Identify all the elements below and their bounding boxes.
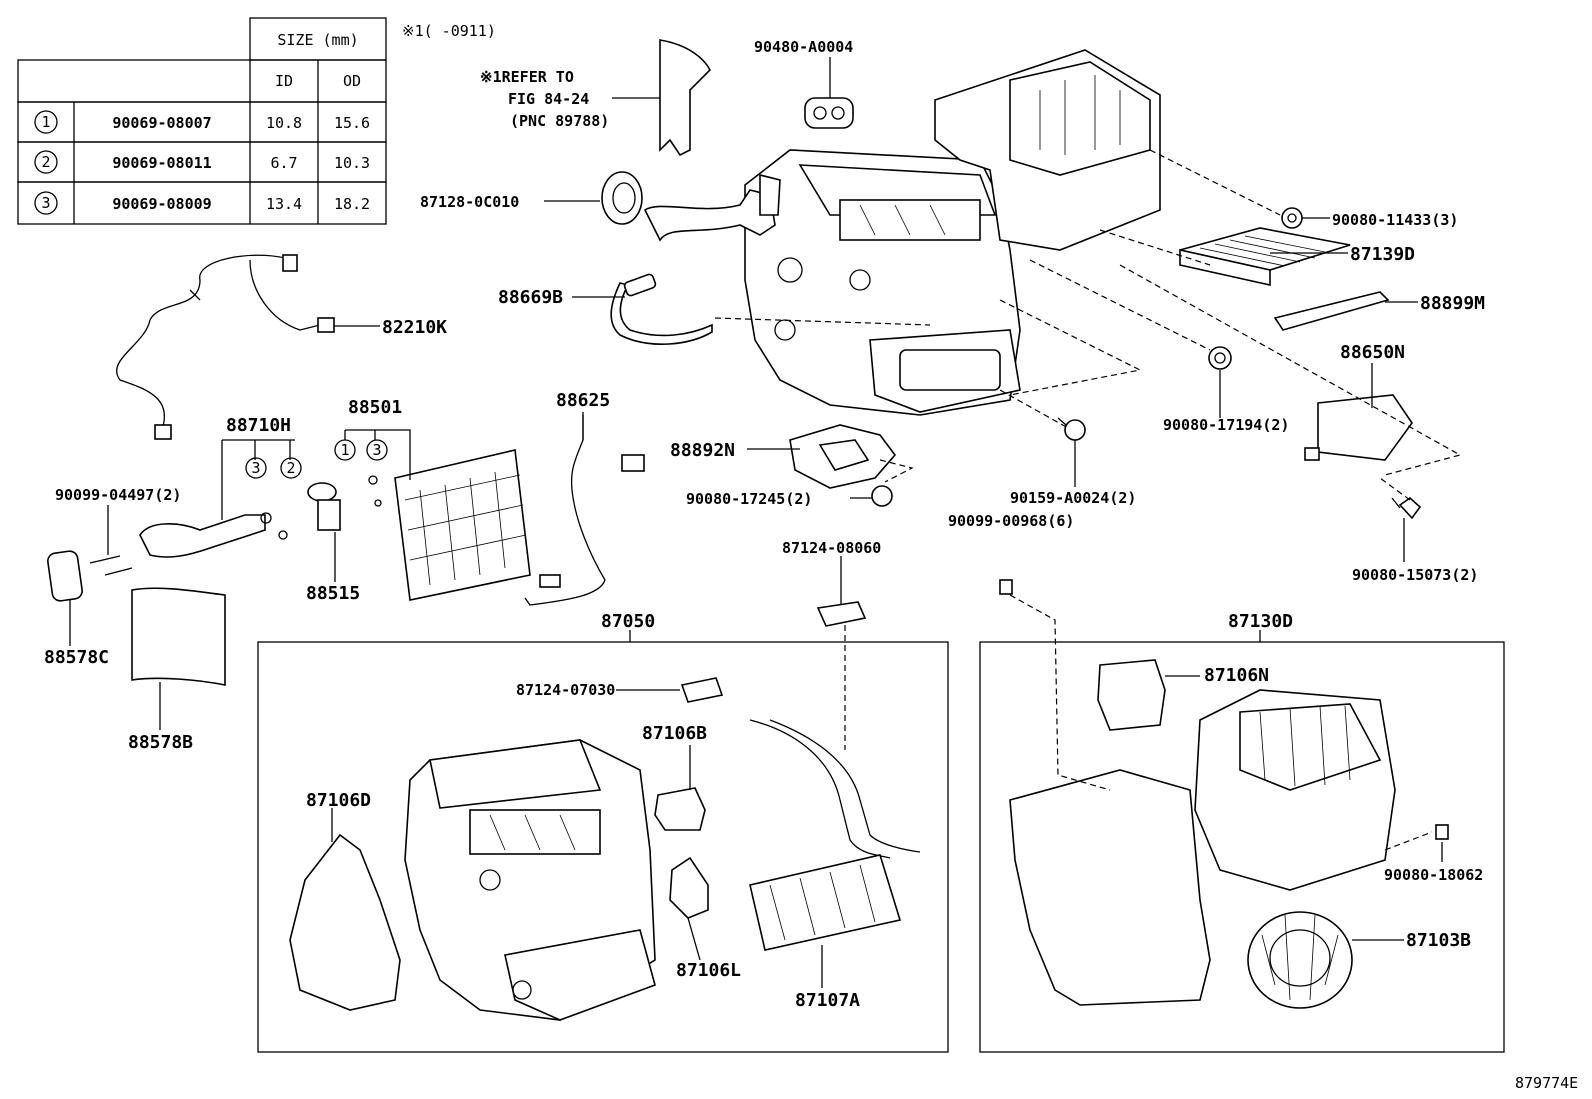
table-row-num: 1 <box>41 113 50 131</box>
table-row-id: 10.8 <box>266 114 302 132</box>
valve-88515-part <box>307 482 341 531</box>
bracket-88650n-part <box>1317 394 1413 461</box>
hose-size-table: SIZE (mm) ID OD 1 90069-08007 10.8 15.6 … <box>17 17 387 225</box>
cover-88899m-part <box>1273 291 1390 331</box>
label-87124-08060: 87124-08060 <box>782 539 881 557</box>
insulator-88578b-part <box>131 587 226 686</box>
label-88625: 88625 <box>556 390 610 411</box>
table-row-num: 2 <box>41 153 50 171</box>
grommet-90080-17194-part <box>1208 346 1232 370</box>
clip-90080-17245-part <box>871 485 893 507</box>
table-row-id: 6.7 <box>270 154 297 172</box>
table-row-od: 18.2 <box>334 195 370 213</box>
clip-87124-08060-part <box>816 601 867 627</box>
pipe-88710h-part <box>139 514 266 558</box>
box-87130d <box>979 641 1505 1053</box>
label-87106d: 87106D <box>306 790 371 811</box>
hvac-unit-assembly-part <box>643 49 1161 416</box>
label-87139d: 87139D <box>1350 244 1415 265</box>
duct-88892n-part <box>789 424 897 489</box>
diagram-id: 879774E <box>1515 1074 1578 1092</box>
label-90480-a0004: 90480-A0004 <box>754 38 853 56</box>
clip-87124-07030-part <box>680 677 724 703</box>
label-90080-17245: 90080-17245(2) <box>686 490 812 508</box>
label-90099-04497: 90099-04497(2) <box>55 486 181 504</box>
label-87106n: 87106N <box>1204 665 1269 686</box>
label-87130d: 87130D <box>1228 611 1293 632</box>
servo-87106b-part <box>654 787 706 831</box>
box-87050 <box>257 641 949 1053</box>
servo-87106l-part <box>669 856 709 919</box>
sensor-connector <box>621 454 645 472</box>
label-90159-a0024: 90159-A0024(2) <box>1010 489 1136 507</box>
harness-connector <box>154 424 172 440</box>
label-87050: 87050 <box>601 611 655 632</box>
table-row-id: 13.4 <box>266 195 302 213</box>
label-87124-07030: 87124-07030 <box>516 681 615 699</box>
table-row-od: 15.6 <box>334 114 370 132</box>
table-row-num: 3 <box>41 194 50 212</box>
label-87106l: 87106L <box>676 960 741 981</box>
servo-87106n-part <box>1097 659 1166 731</box>
table-row-part: 90069-08011 <box>112 154 211 172</box>
heater-case-87050-part <box>404 739 656 1021</box>
heater-core-87107a-part <box>749 719 921 951</box>
seal-87128-part <box>601 171 643 225</box>
label-88578b: 88578B <box>128 732 193 753</box>
label-87106b: 87106B <box>642 723 707 744</box>
label-88899m: 88899M <box>1420 293 1485 314</box>
label-88578c: 88578C <box>44 647 109 668</box>
note-line-2: FIG 84-24 <box>508 90 589 108</box>
label-88669b: 88669B <box>498 287 563 308</box>
note-line-1: ※1REFER TO <box>480 68 574 86</box>
sensor-connector <box>539 574 561 588</box>
table-col-od: OD <box>343 72 361 90</box>
label-87103b: 87103B <box>1406 930 1471 951</box>
table-row-od: 10.3 <box>334 154 370 172</box>
circled-num-3: 3 <box>251 459 260 477</box>
label-90080-11433: 90080-11433(3) <box>1332 211 1458 229</box>
table-row-part: 90069-08009 <box>112 195 211 213</box>
table-col-id: ID <box>275 72 293 90</box>
evaporator-88501-part <box>394 449 531 601</box>
label-88650n: 88650N <box>1340 342 1405 363</box>
duct-cover-part <box>659 39 711 157</box>
blower-motor-87103b-part <box>1247 911 1353 1009</box>
circled-num-3: 3 <box>372 441 381 459</box>
grommet-90480-part <box>804 97 854 129</box>
label-88892n: 88892N <box>670 440 735 461</box>
circled-num-1: 1 <box>340 441 349 459</box>
label-88710h: 88710H <box>226 415 291 436</box>
bolts-90099-04497-part <box>89 555 133 576</box>
drain-hose-88669b-part <box>610 282 713 345</box>
clip-90080-11433-part <box>1281 207 1303 229</box>
table-row-part: 90069-08007 <box>112 114 211 132</box>
label-82210k: 82210K <box>382 317 447 338</box>
clip-90080-18062-part <box>1435 824 1449 840</box>
servo-87106d-part <box>289 833 401 1011</box>
label-87128-0c010: 87128-0C010 <box>420 193 519 211</box>
label-90080-17194: 90080-17194(2) <box>1163 416 1289 434</box>
table-size-header: SIZE (mm) <box>277 31 358 49</box>
label-88515: 88515 <box>306 583 360 604</box>
screw-90099-00968-part <box>999 579 1013 595</box>
harness-connector <box>282 254 298 272</box>
label-90080-18062: 90080-18062 <box>1384 866 1483 884</box>
label-87107a: 87107A <box>795 990 860 1011</box>
circled-num-2: 2 <box>286 459 295 477</box>
label-90080-15073: 90080-15073(2) <box>1352 566 1478 584</box>
screw-90159-part <box>1057 417 1086 441</box>
label-88501: 88501 <box>348 397 402 418</box>
screw-90080-15073-part <box>1391 496 1422 520</box>
note-line-3: (PNC 89788) <box>510 112 609 130</box>
note-line-0: ※1( -0911) <box>402 22 496 40</box>
label-90099-00968: 90099-00968(6) <box>948 512 1074 530</box>
pad-88578c-part <box>47 550 83 602</box>
cabin-filter-87139d-part <box>1179 227 1351 286</box>
sensor-88625-part <box>524 415 606 606</box>
blower-case-87130d-part <box>1009 689 1396 1006</box>
harness-connector <box>317 317 335 333</box>
wire-harness-82210k-part <box>116 254 321 436</box>
